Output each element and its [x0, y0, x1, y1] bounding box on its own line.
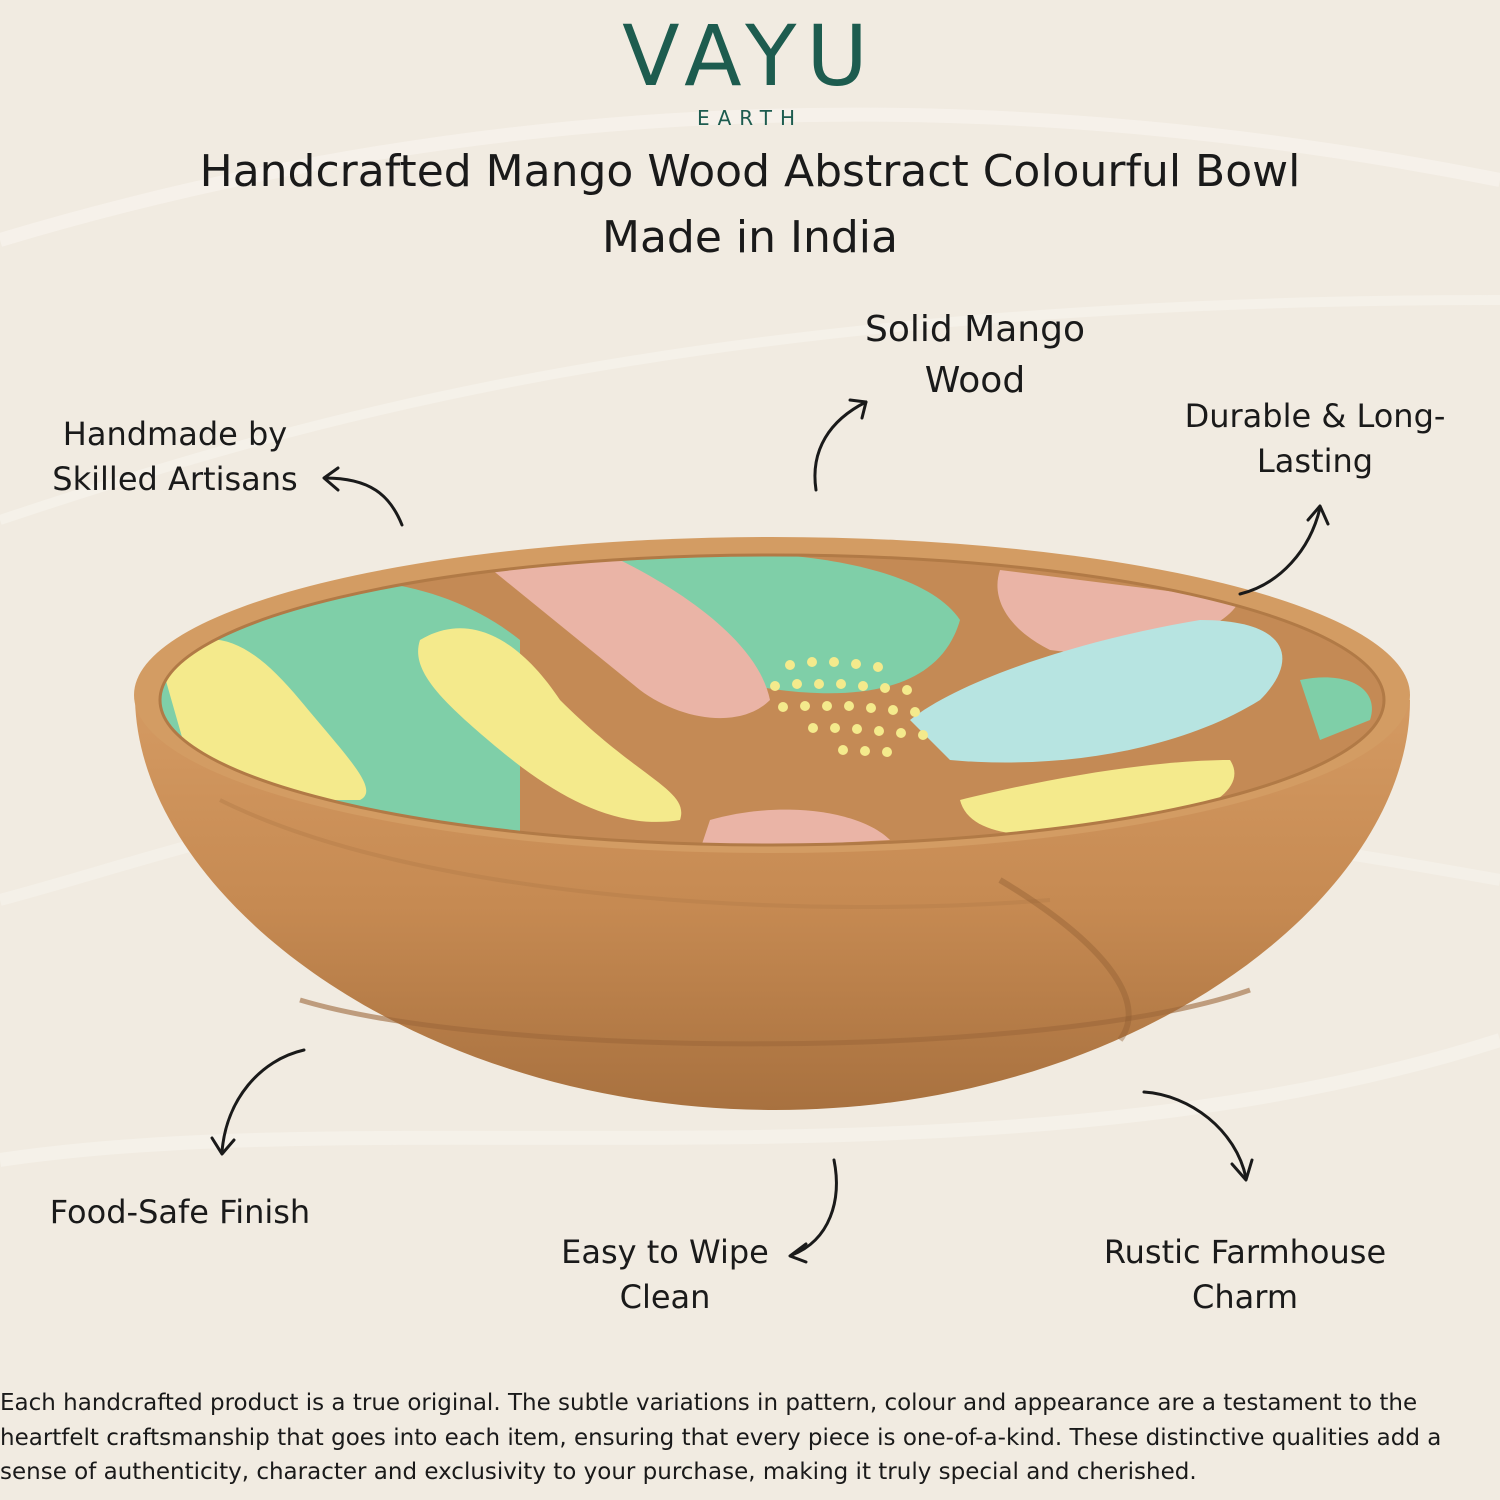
feature-wood-line1: Solid Mango — [865, 309, 1085, 350]
feature-rustic-line2: Charm — [1192, 1278, 1298, 1317]
feature-durable-line2: Lasting — [1256, 442, 1374, 481]
feature-food-safe: Food-Safe Finish — [20, 1190, 340, 1235]
feature-wipe-line1: Easy to Wipe — [561, 1233, 769, 1271]
brand-logo: VAYU EARTH — [0, 14, 1500, 130]
disclaimer-text: Each handcrafted product is a true origi… — [0, 1390, 1442, 1485]
feature-wood: Solid Mango Wood — [830, 304, 1120, 406]
feature-artisans-line2: Skilled Artisans — [52, 460, 298, 499]
product-title: Handcrafted Mango Wood Abstract Colourfu… — [199, 146, 1301, 197]
feature-wipe-line2: Clean — [619, 1278, 711, 1317]
feature-durable-line1: Durable & Long- — [1184, 397, 1446, 435]
feature-wipe-clean: Easy to Wipe Clean — [530, 1230, 800, 1321]
feature-rustic-line1: Rustic Farmhouse — [1103, 1233, 1387, 1271]
feature-rustic: Rustic Farmhouse Charm — [1090, 1230, 1400, 1321]
feature-artisans: Handmade by Skilled Artisans — [30, 412, 320, 503]
feature-durable: Durable & Long- Lasting — [1170, 394, 1460, 485]
brand-subtitle: EARTH — [696, 106, 803, 130]
feature-food-line1: Food-Safe Finish — [49, 1193, 311, 1231]
product-origin: Made in India — [602, 212, 898, 263]
feature-wood-line2: Wood — [924, 360, 1026, 402]
feature-artisans-line1: Handmade by — [62, 415, 288, 453]
brand-name: VAYU — [622, 7, 878, 105]
